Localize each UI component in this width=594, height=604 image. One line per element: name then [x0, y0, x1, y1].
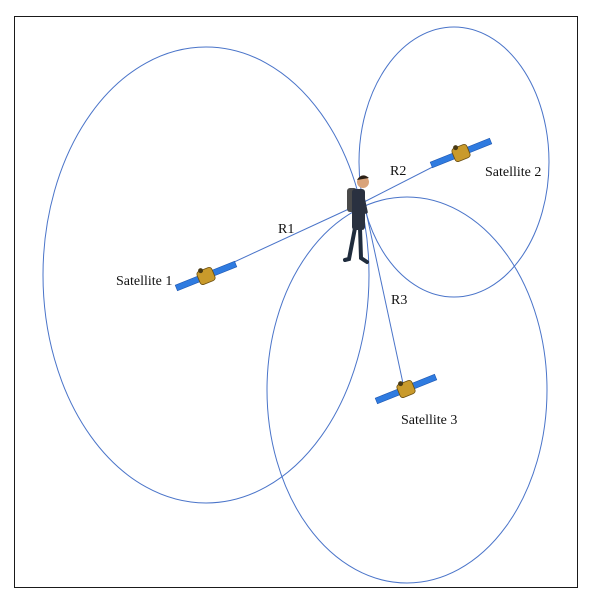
range-label-r3: R3	[391, 293, 407, 308]
satellite-1-icon	[174, 260, 238, 292]
range-circle-3	[266, 196, 548, 584]
range-circle-1	[42, 46, 370, 504]
range-label-r2: R2	[390, 164, 406, 179]
range-circle-2	[358, 26, 550, 298]
satellite-2-label: Satellite 2	[485, 165, 541, 180]
satellite-1-label: Satellite 1	[116, 274, 172, 289]
person-with-backpack-icon	[343, 175, 369, 264]
range-line-r3	[363, 201, 405, 389]
figure-frame	[14, 16, 578, 588]
satellite-2-icon	[429, 137, 493, 169]
range-label-r1: R1	[278, 222, 294, 237]
satellite-3-icon	[374, 373, 438, 405]
satellite-3-label: Satellite 3	[401, 413, 457, 428]
